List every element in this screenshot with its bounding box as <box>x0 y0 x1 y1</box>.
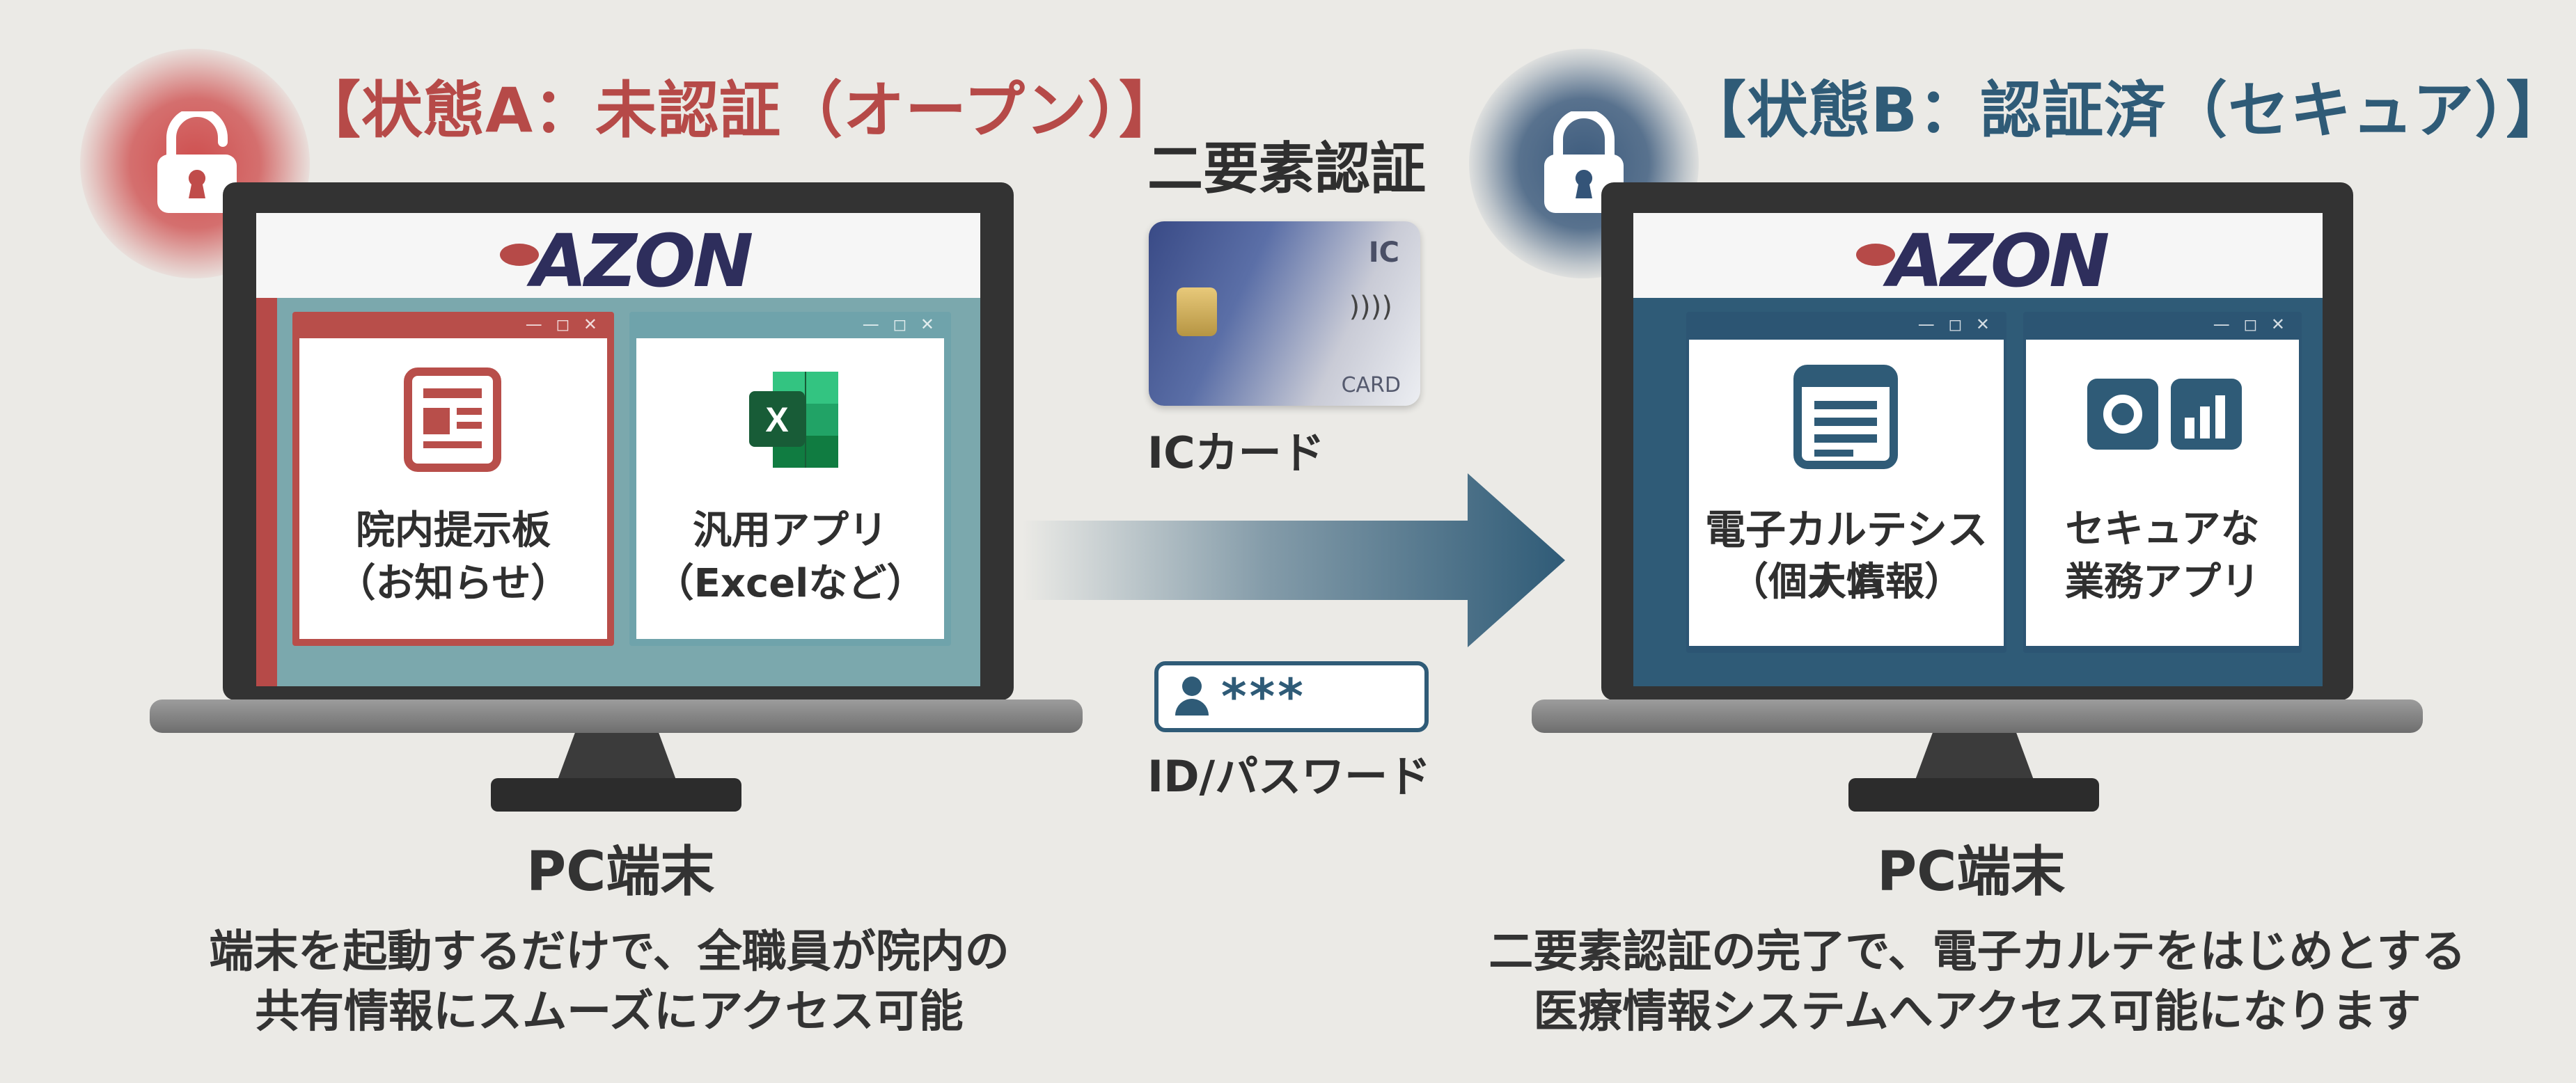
window-body: 電子カルテシステム （個人情報） <box>1689 340 2004 646</box>
pc-label-a: PC端末 <box>526 841 715 903</box>
window-body: X 汎用アプリ （Excelなど） <box>636 338 944 639</box>
state-a-title: 【状態A：未認証（オープン）】 <box>299 74 1181 146</box>
secure-app-window[interactable]: — ◻ ✕ セキュアな 業務アプリ <box>2023 312 2302 653</box>
svg-text:X: X <box>765 400 788 439</box>
logo-swoosh <box>1856 244 1895 266</box>
emr-label-1: 電子カルテシステム <box>1704 506 1988 605</box>
logo-bar: AZON <box>1633 213 2323 303</box>
window-body: セキュアな 業務アプリ <box>2026 340 2299 646</box>
window-controls-icon[interactable]: — ◻ ✕ <box>525 315 602 334</box>
left-accent <box>256 298 277 686</box>
window-titlebar: — ◻ ✕ <box>2023 312 2302 338</box>
bulletin-label-2: （お知らせ） <box>336 561 570 606</box>
unlocked-padlock-icon <box>157 111 237 213</box>
document-window-icon <box>1793 365 1898 469</box>
right-arrow-icon <box>1022 473 1565 647</box>
password-mask: *** <box>1221 668 1306 725</box>
secure-app-label-2: 業務アプリ <box>2065 560 2260 605</box>
emr-window[interactable]: — ◻ ✕ 電子カルテシステム （個人情報） <box>1686 312 2006 653</box>
azon-logo: AZON <box>531 219 753 303</box>
window-body: 院内提示板 （お知らせ） <box>299 338 607 639</box>
general-app-window[interactable]: — ◻ ✕ X 汎用アプリ （Excelなど） <box>629 312 951 646</box>
general-app-label-2: （Excelなど） <box>654 561 926 606</box>
bulletin-label-1: 院内提示板 <box>356 508 551 553</box>
window-titlebar: — ◻ ✕ <box>629 312 951 338</box>
password-field[interactable]: *** <box>1154 661 1429 732</box>
state-b-title: 【状態B：認証済（セキュア）】 <box>1685 74 2568 146</box>
general-app-label-1: 汎用アプリ <box>693 508 888 553</box>
window-titlebar: — ◻ ✕ <box>1686 312 2006 338</box>
bulletin-board-window[interactable]: — ◻ ✕ 院内提示板 （お知らせ） <box>292 312 614 646</box>
contactless-icon: )))) <box>1349 291 1392 323</box>
app-tiles-icon <box>2087 379 2242 450</box>
secure-app-label-1: セキュアな <box>2065 507 2260 552</box>
card-ic-text: IC <box>1368 237 1399 269</box>
azon-logo: AZON <box>1887 219 2110 303</box>
bulletin-board-icon <box>404 367 501 472</box>
state-a-description-1: 端末を起動するだけで、全職員が院内の <box>209 926 1010 978</box>
state-b-description-2: 医療情報システムへアクセス可能になります <box>1533 986 2421 1038</box>
logo-bar: AZON <box>256 213 980 303</box>
window-controls-icon[interactable]: — ◻ ✕ <box>862 315 938 334</box>
logo-swoosh <box>500 244 539 266</box>
state-b-description-1: 二要素認証の完了で、電子カルテをはじめとする <box>1489 926 2466 978</box>
screen-a: AZON — ◻ ✕ 院内提示板 （お知らせ） — ◻ ✕ <box>256 213 980 686</box>
emr-label-2: （個人情報） <box>1729 560 1963 605</box>
card-chip <box>1177 287 1217 336</box>
password-label: ID/パスワード <box>1147 751 1431 802</box>
screen-b: AZON — ◻ ✕ 電子カルテシステム （個人情報） — ◻ ✕ <box>1633 213 2323 686</box>
ic-card-label: ICカード <box>1147 427 1325 478</box>
ic-card-image: IC )))) CARD <box>1149 221 1420 406</box>
pc-label-b: PC端末 <box>1877 841 2066 903</box>
user-icon <box>1175 677 1209 716</box>
window-controls-icon[interactable]: — ◻ ✕ <box>1917 315 1994 334</box>
two-factor-title: 二要素認証 <box>1147 136 1426 201</box>
excel-icon: X <box>749 372 838 468</box>
state-a-description-2: 共有情報にスムーズにアクセス可能 <box>255 986 964 1038</box>
window-titlebar: — ◻ ✕ <box>292 312 614 338</box>
window-controls-icon[interactable]: — ◻ ✕ <box>2213 315 2289 334</box>
card-card-text: CARD <box>1341 373 1401 397</box>
